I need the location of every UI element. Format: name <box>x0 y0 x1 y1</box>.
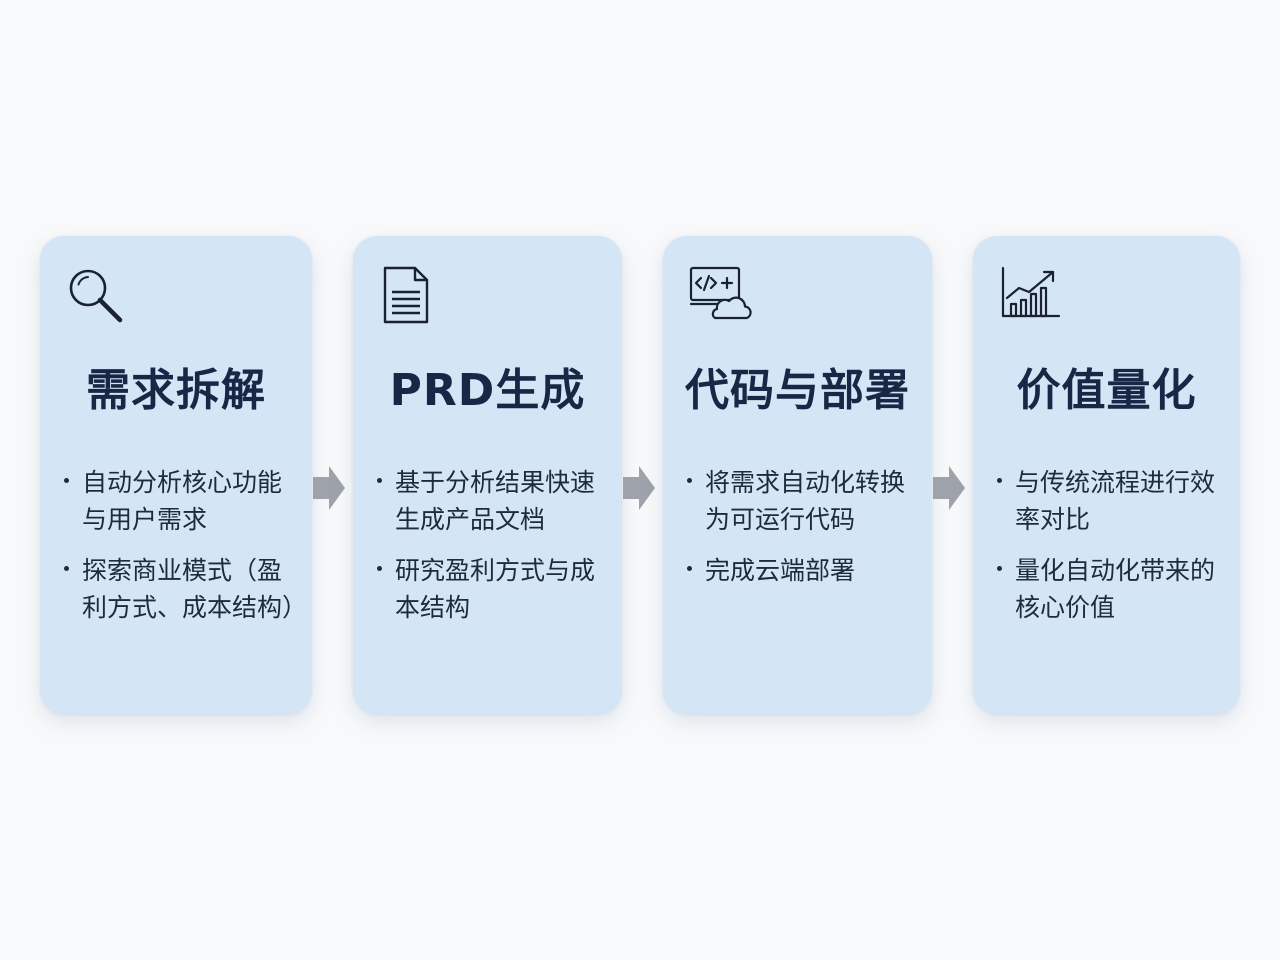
code-cloud-icon <box>689 264 753 328</box>
bullet-text: 将需求自动化转换为可运行代码 <box>705 468 906 534</box>
bullet-text: 探索商业模式（盈利方式、成本结构） <box>82 556 308 622</box>
step-card-code-deploy: 代码与部署 将需求自动化转换为可运行代码 完成云端部署 <box>663 236 932 714</box>
bullet-list: 基于分析结果快速生成产品文档 研究盈利方式与成本结构 <box>375 464 612 640</box>
bullet-list: 与传统流程进行效率对比 量化自动化带来的核心价值 <box>995 464 1230 640</box>
bullet-text: 自动分析核心功能与用户需求 <box>82 468 283 534</box>
growth-chart-icon <box>999 264 1063 328</box>
arrow-right-icon <box>313 466 345 510</box>
bullet-item: 研究盈利方式与成本结构 <box>375 552 612 626</box>
bullet-text: 完成云端部署 <box>705 556 856 585</box>
bullet-dot <box>687 478 692 483</box>
bullet-dot <box>64 478 69 483</box>
bullet-item: 自动分析核心功能与用户需求 <box>62 464 302 538</box>
bullet-dot <box>997 478 1002 483</box>
bullet-text: 基于分析结果快速生成产品文档 <box>395 468 596 534</box>
bullet-dot <box>687 566 692 571</box>
bullet-item: 探索商业模式（盈利方式、成本结构） <box>62 552 308 626</box>
step-title: PRD生成 <box>389 365 586 416</box>
bullet-dot <box>997 566 1002 571</box>
bullet-dot <box>64 566 69 571</box>
bullet-dot <box>377 478 382 483</box>
bullet-dot <box>377 566 382 571</box>
arrow-right-icon <box>933 466 965 510</box>
step-card-value: 价值量化 与传统流程进行效率对比 量化自动化带来的核心价值 <box>973 236 1240 714</box>
step-title: 代码与部署 <box>685 365 910 416</box>
bullet-list: 自动分析核心功能与用户需求 探索商业模式（盈利方式、成本结构） <box>62 464 308 640</box>
bullet-item: 将需求自动化转换为可运行代码 <box>685 464 922 538</box>
bullet-text: 量化自动化带来的核心价值 <box>1015 556 1216 622</box>
step-title: 价值量化 <box>1016 365 1197 416</box>
arrow-right-icon <box>623 466 655 510</box>
bullet-list: 将需求自动化转换为可运行代码 完成云端部署 <box>685 464 922 603</box>
bullet-item: 量化自动化带来的核心价值 <box>995 552 1230 626</box>
step-card-prd: PRD生成 基于分析结果快速生成产品文档 研究盈利方式与成本结构 <box>353 236 622 714</box>
step-title: 需求拆解 <box>86 365 266 416</box>
bullet-item: 基于分析结果快速生成产品文档 <box>375 464 612 538</box>
bullet-item: 与传统流程进行效率对比 <box>995 464 1230 538</box>
bullet-text: 与传统流程进行效率对比 <box>1015 468 1216 534</box>
document-icon <box>379 264 443 328</box>
magnifier-icon <box>64 264 128 328</box>
bullet-text: 研究盈利方式与成本结构 <box>395 556 596 622</box>
step-card-requirements: 需求拆解 自动分析核心功能与用户需求 探索商业模式（盈利方式、成本结构） <box>40 236 312 714</box>
bullet-item: 完成云端部署 <box>685 552 922 589</box>
